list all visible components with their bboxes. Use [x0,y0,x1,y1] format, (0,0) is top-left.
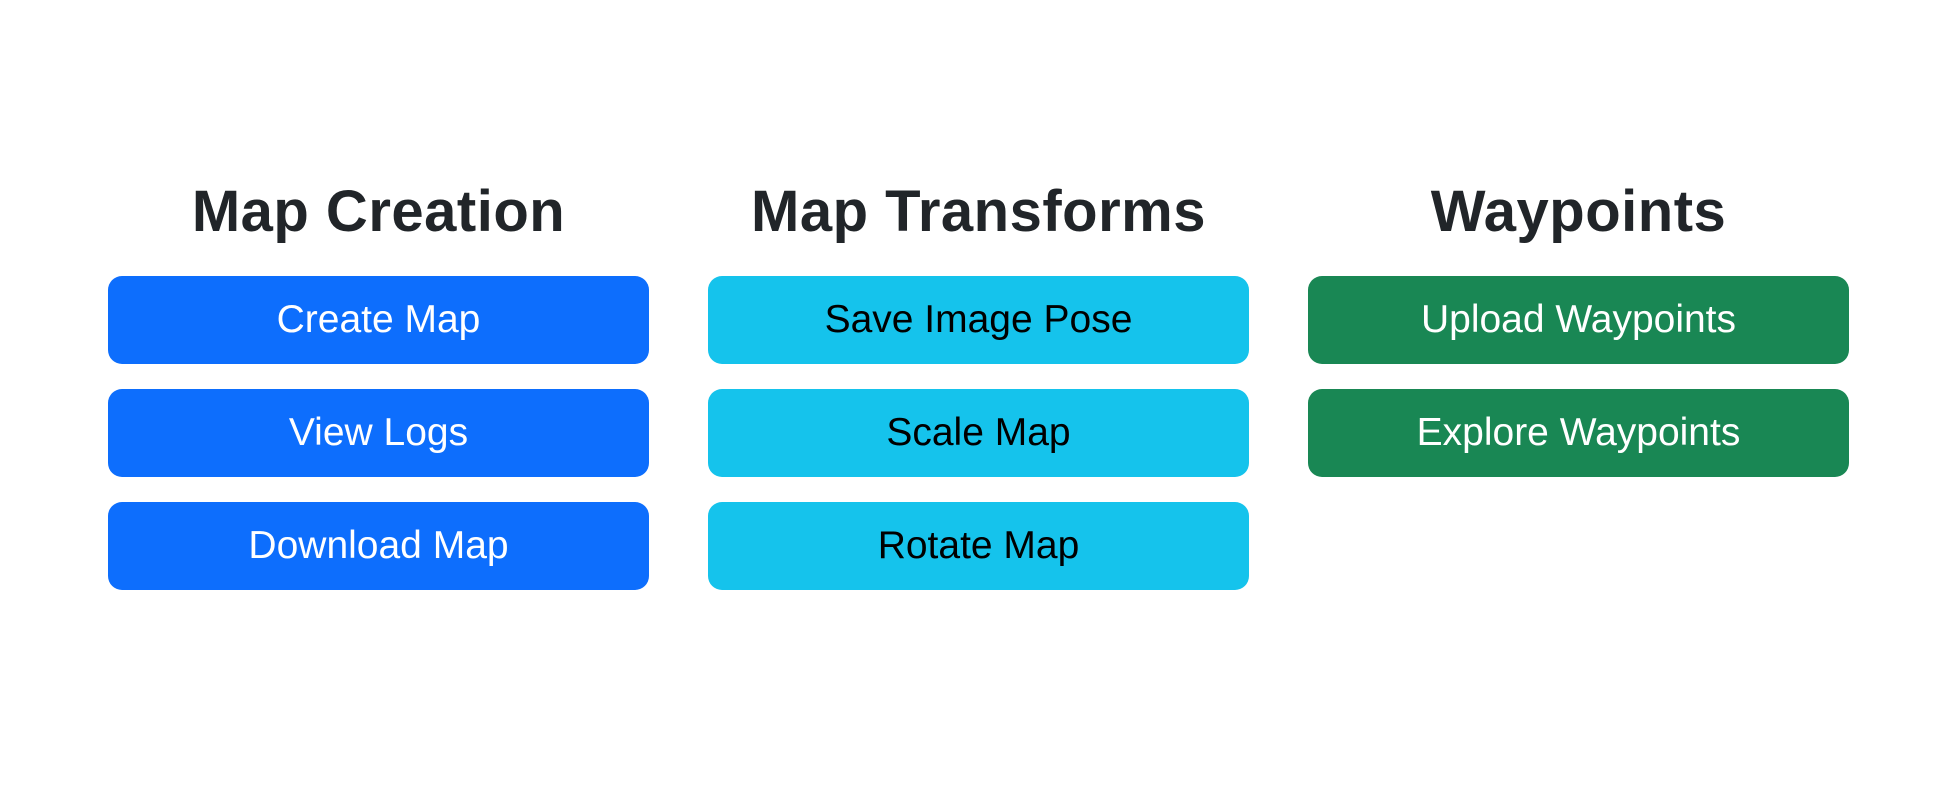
download-map-button[interactable]: Download Map [108,502,649,591]
waypoints-heading: Waypoints [1430,179,1727,244]
section-map-transforms: Map Transforms Save Image Pose Scale Map… [708,170,1249,615]
upload-waypoints-button[interactable]: Upload Waypoints [1308,276,1849,365]
save-image-pose-button[interactable]: Save Image Pose [708,276,1249,365]
button-panel: Map Creation Create Map View Logs Downlo… [108,170,1849,615]
rotate-map-button[interactable]: Rotate Map [708,502,1249,591]
map-creation-heading: Map Creation [191,179,566,244]
explore-waypoints-button[interactable]: Explore Waypoints [1308,389,1849,478]
section-map-creation: Map Creation Create Map View Logs Downlo… [108,170,649,615]
create-map-button[interactable]: Create Map [108,276,649,365]
map-transforms-heading: Map Transforms [751,179,1206,244]
scale-map-button[interactable]: Scale Map [708,389,1249,478]
view-logs-button[interactable]: View Logs [108,389,649,478]
section-waypoints: Waypoints Upload Waypoints Explore Waypo… [1308,170,1849,615]
